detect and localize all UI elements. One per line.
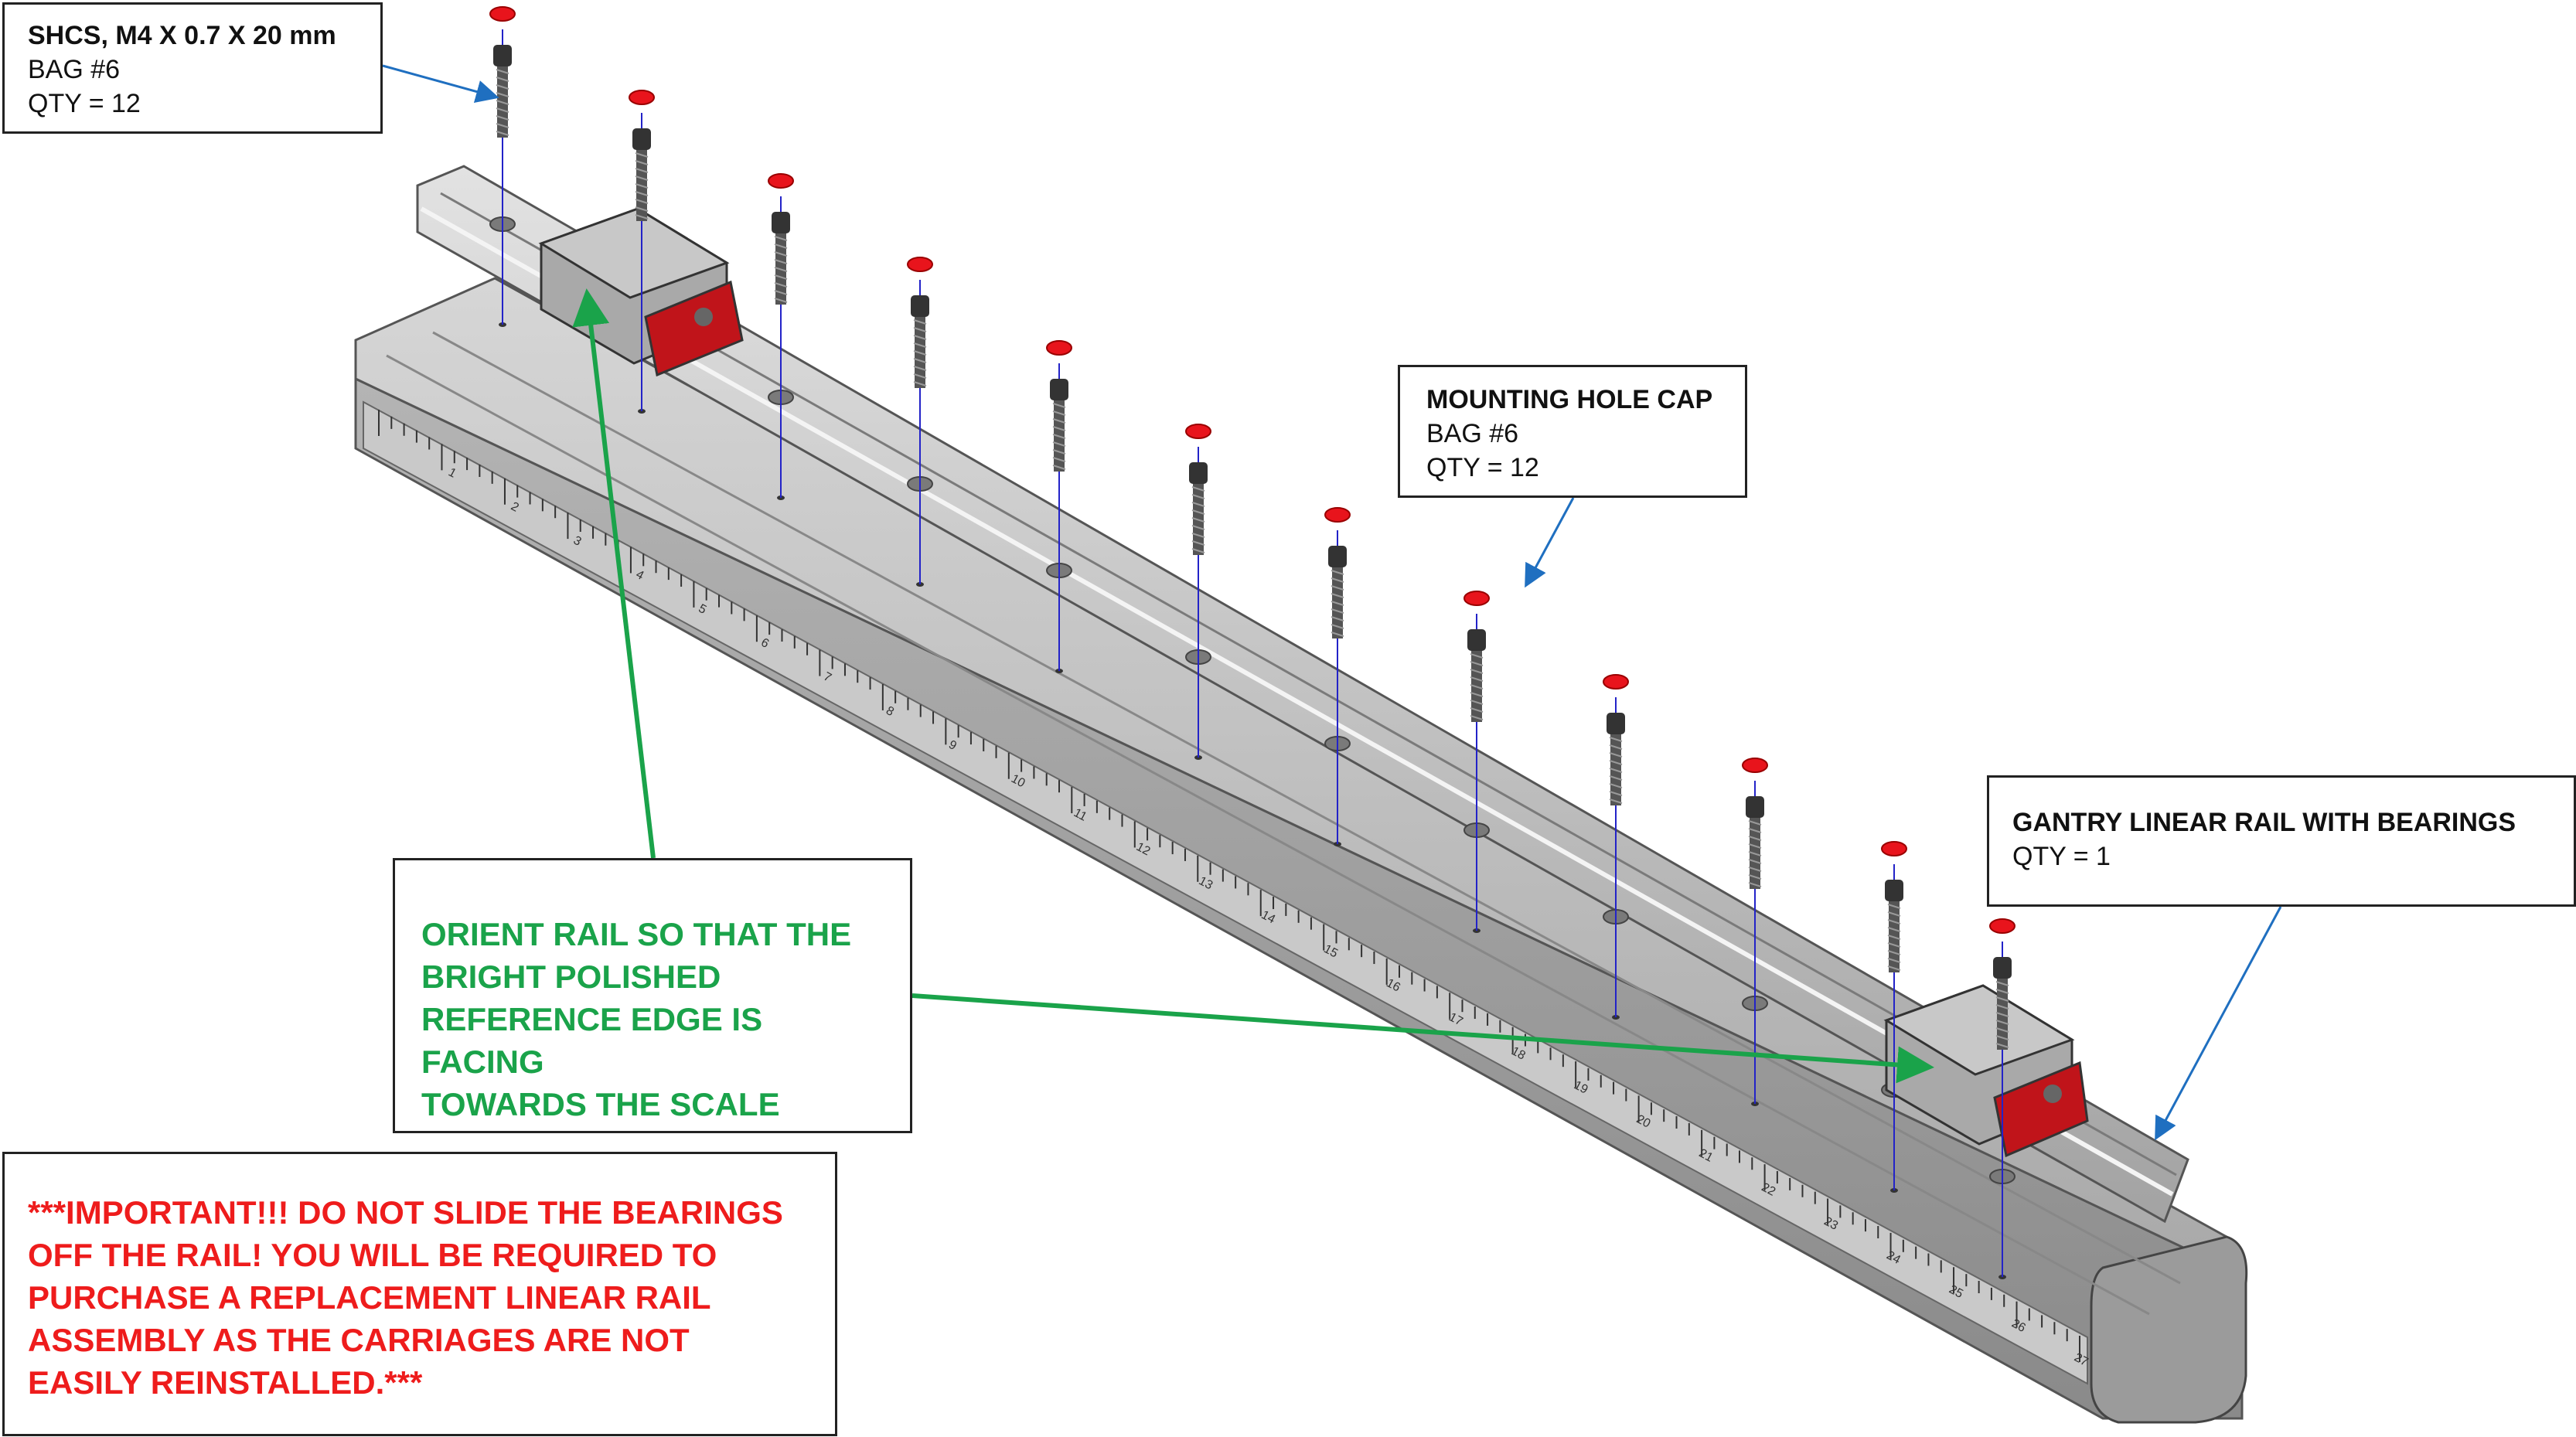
mounting-hole-cap-icon xyxy=(1989,918,2015,934)
leader-rail xyxy=(2155,906,2282,1141)
cap-title: MOUNTING HOLE CAP xyxy=(1426,385,1713,414)
scale-number: 17 xyxy=(1446,1010,1465,1028)
scale-number: 26 xyxy=(2009,1317,2028,1335)
extrusion-groove xyxy=(386,354,2150,1316)
leader-cap xyxy=(1525,497,1575,588)
scale-number: 10 xyxy=(1009,772,1027,790)
scale-number: 13 xyxy=(1197,874,1215,892)
scale-number: 19 xyxy=(1572,1078,1590,1096)
scale-number: 20 xyxy=(1634,1112,1653,1130)
screw-icon xyxy=(1993,957,2012,1050)
carriage-icon xyxy=(1883,984,2089,1158)
leader-orient-1 xyxy=(572,288,656,859)
warning-line: ***IMPORTANT!!! DO NOT SLIDE THE BEARING… xyxy=(28,1194,783,1231)
screw-icon xyxy=(911,295,929,388)
mounting-hole-cap-icon xyxy=(1463,591,1490,606)
screw-icon xyxy=(1885,880,1903,972)
scale-number: 12 xyxy=(1134,840,1153,858)
screw-icon xyxy=(1746,796,1764,889)
warning-line: ASSEMBLY AS THE CARRIAGES ARE NOT xyxy=(28,1322,690,1358)
extrusion-groove xyxy=(432,331,2181,1285)
extrusion-end-cap xyxy=(2090,1235,2248,1424)
scale-number: 21 xyxy=(1697,1146,1716,1164)
mounting-hole-cap-icon xyxy=(1742,758,1768,773)
callout-shcs: SHCS, M4 X 0.7 X 20 mm BAG #6 QTY = 12 xyxy=(2,2,383,134)
mounting-hole-cap-icon xyxy=(1185,424,1211,439)
screw-icon xyxy=(493,45,512,138)
screw-icon xyxy=(772,212,790,305)
mounting-hole-cap-icon xyxy=(629,90,655,105)
scale-number: 23 xyxy=(1821,1215,1840,1233)
mounting-hole-cap-icon xyxy=(489,6,516,22)
orient-line: TOWARDS THE SCALE xyxy=(421,1086,780,1122)
warning-line: PURCHASE A REPLACEMENT LINEAR RAIL xyxy=(28,1279,711,1316)
mounting-hole-cap-icon xyxy=(907,257,933,272)
scale-number: 18 xyxy=(1509,1044,1528,1062)
rail-groove xyxy=(440,192,2177,1177)
mounting-hole-cap-icon xyxy=(1046,340,1072,356)
scale-number: 11 xyxy=(1072,806,1089,824)
screw-icon xyxy=(1467,629,1486,722)
mounting-hole-cap-icon xyxy=(768,173,794,189)
cap-bag: BAG #6 xyxy=(1426,419,1519,448)
screw-icon xyxy=(1189,462,1208,555)
scale-ticks xyxy=(378,410,2080,1362)
mounting-hole-cap-icon xyxy=(1324,507,1351,523)
warning-line: OFF THE RAIL! YOU WILL BE REQUIRED TO xyxy=(28,1237,717,1273)
shcs-qty: QTY = 12 xyxy=(28,89,141,118)
rail-title: GANTRY LINEAR RAIL WITH BEARINGS xyxy=(2012,808,2516,837)
scale-number: 15 xyxy=(1321,942,1340,960)
rail-reference-edge xyxy=(420,206,2174,1197)
callout-gantry-rail: GANTRY LINEAR RAIL WITH BEARINGS QTY = 1 xyxy=(1987,775,2576,907)
callout-important-warning: ***IMPORTANT!!! DO NOT SLIDE THE BEARING… xyxy=(2,1152,837,1436)
shcs-title: SHCS, M4 X 0.7 X 20 mm xyxy=(28,21,336,50)
scale-number: 22 xyxy=(1760,1180,1778,1198)
leader-shcs xyxy=(382,64,499,104)
mounting-hole-cap-icon xyxy=(1881,841,1907,856)
mounting-hole-cap-icon xyxy=(1603,674,1629,690)
screw-icon xyxy=(1328,546,1347,638)
screw-icon xyxy=(1050,379,1068,472)
scale-number: 27 xyxy=(2072,1351,2090,1369)
leader-orient-2 xyxy=(911,993,1934,1084)
callout-mounting-hole-cap: MOUNTING HOLE CAP BAG #6 QTY = 12 xyxy=(1398,365,1747,498)
shcs-bag: BAG #6 xyxy=(28,55,121,84)
rail-qty: QTY = 1 xyxy=(2012,842,2111,871)
warning-line: EASILY REINSTALLED.*** xyxy=(28,1364,423,1401)
cap-qty: QTY = 12 xyxy=(1426,453,1539,482)
scale-number: 24 xyxy=(1884,1249,1903,1267)
screw-icon xyxy=(632,128,651,221)
screw-icon xyxy=(1607,713,1625,805)
orient-line: ORIENT RAIL SO THAT THE xyxy=(421,916,852,952)
orient-line: BRIGHT POLISHED xyxy=(421,959,721,995)
scale-number: 25 xyxy=(1947,1283,1965,1301)
callout-orient-rail: ORIENT RAIL SO THAT THE BRIGHT POLISHED … xyxy=(393,858,912,1133)
scale-number: 16 xyxy=(1384,976,1402,994)
scale-number: 14 xyxy=(1259,908,1277,926)
orient-line: REFERENCE EDGE IS FACING xyxy=(421,1001,763,1080)
